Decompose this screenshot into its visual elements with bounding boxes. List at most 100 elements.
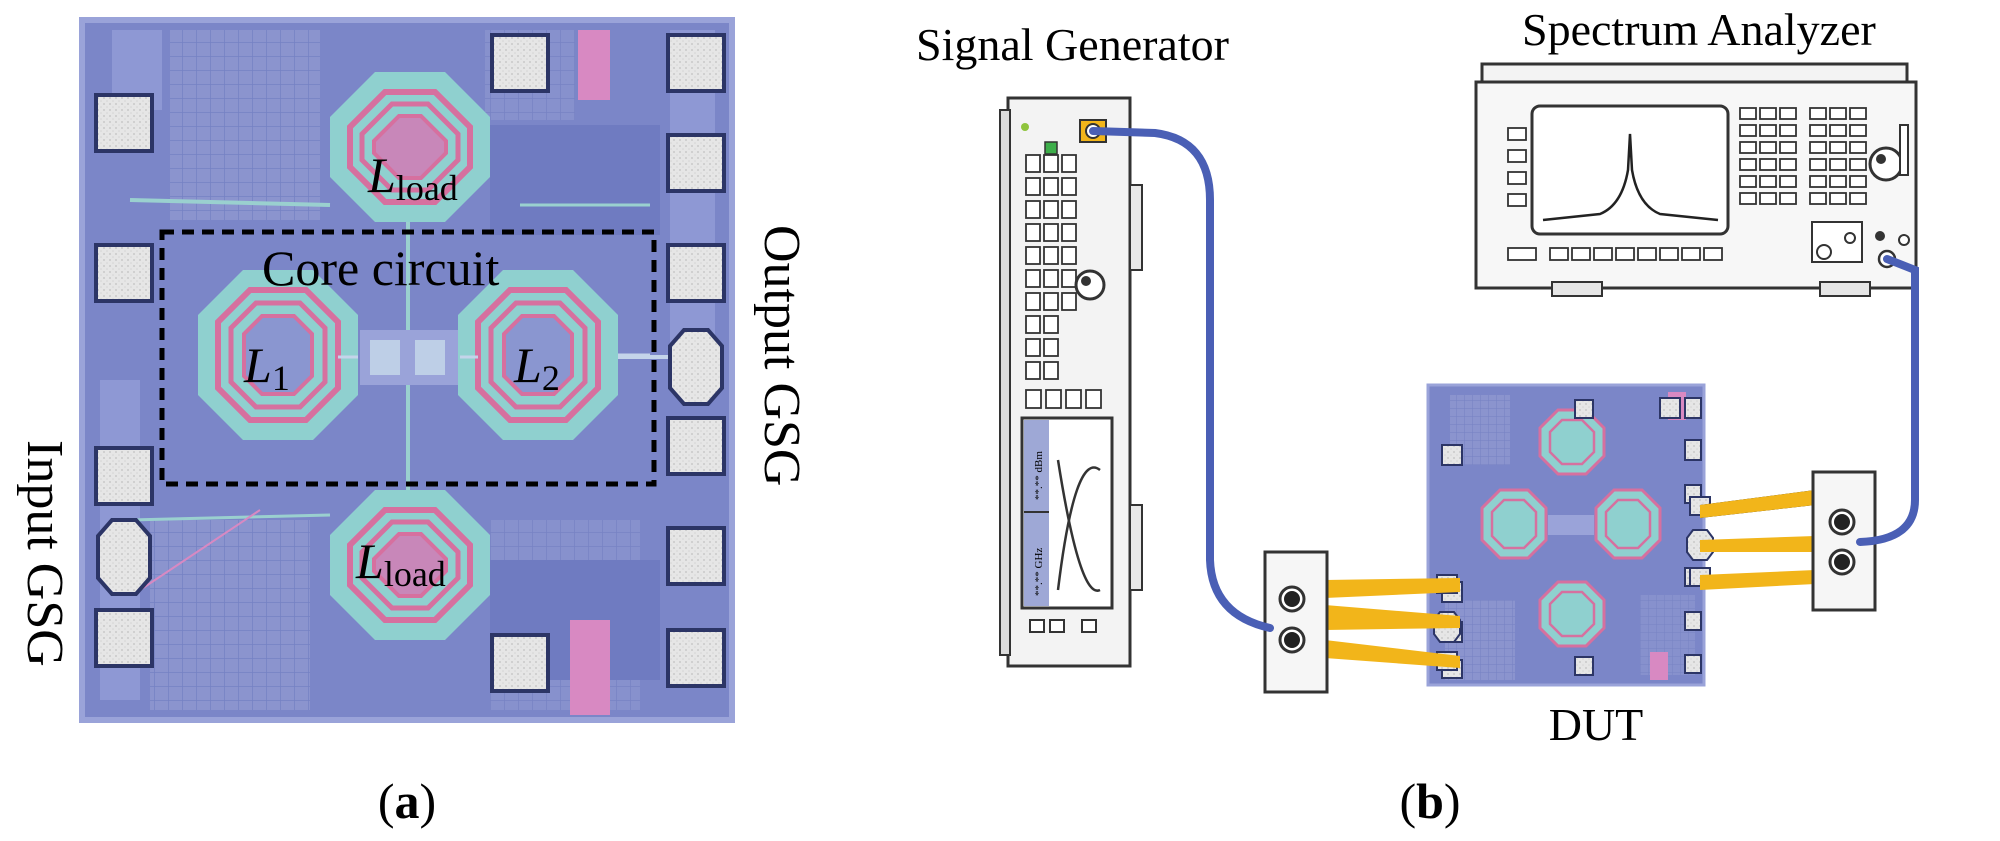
generator-key	[1065, 389, 1082, 409]
generator-key	[1025, 200, 1041, 219]
spectrum-trace	[1542, 133, 1719, 222]
analyzer-key	[1759, 192, 1777, 205]
signal-generator-label: Signal Generator	[916, 19, 1229, 70]
spectrum-analyzer-label: Spectrum Analyzer	[1522, 4, 1876, 55]
inductor-l1	[198, 270, 358, 440]
inductor-l2-label: L2	[513, 337, 560, 398]
analyzer-key	[1759, 141, 1777, 154]
analyzer-softkey	[1681, 247, 1701, 261]
core-circuit-box	[159, 229, 657, 487]
analyzer-softkey	[1507, 127, 1527, 141]
generator-key	[1043, 361, 1059, 380]
analyzer-key	[1829, 158, 1847, 171]
analyzer-softkey	[1593, 247, 1613, 261]
analyzer-softkeys-bottom	[1507, 247, 1723, 261]
analyzer-key	[1849, 124, 1867, 137]
analyzer-softkey	[1507, 193, 1527, 207]
generator-key	[1061, 292, 1077, 311]
analyzer-softkey	[1507, 247, 1537, 261]
analyzer-key	[1809, 107, 1827, 120]
analyzer-key	[1809, 124, 1827, 137]
analyzer-softkey	[1615, 247, 1635, 261]
caption-b: (b)	[1399, 773, 1460, 829]
caption-a: (a)	[378, 773, 436, 829]
generator-key	[1025, 361, 1041, 380]
generator-key	[1043, 315, 1059, 334]
inductor-l1-label: L1	[243, 337, 290, 398]
generator-key	[1043, 154, 1059, 173]
generator-key	[1025, 292, 1041, 311]
analyzer-key	[1759, 175, 1777, 188]
output-gsg-label: Output GSG	[753, 225, 810, 486]
analyzer-key	[1809, 192, 1827, 205]
generator-key	[1043, 223, 1059, 242]
analyzer-key	[1849, 192, 1867, 205]
analyzer-softkeys-right	[1739, 107, 1867, 205]
inductor-top-label: Lload	[367, 147, 458, 208]
analyzer-softkey	[1703, 247, 1723, 261]
analyzer-softkey	[1507, 171, 1527, 185]
generator-key	[1061, 246, 1077, 265]
analyzer-key	[1809, 175, 1827, 188]
analyzer-key	[1759, 107, 1777, 120]
display-dbm-unit: **.** dBm	[1033, 451, 1045, 500]
analyzer-key	[1779, 192, 1797, 205]
generator-key	[1043, 338, 1059, 357]
analyzer-key	[1849, 107, 1867, 120]
generator-key	[1043, 200, 1059, 219]
analyzer-key	[1779, 158, 1797, 171]
analyzer-key	[1759, 124, 1777, 137]
generator-key	[1025, 177, 1041, 196]
generator-key	[1043, 177, 1059, 196]
generator-key	[1085, 389, 1102, 409]
generator-key	[1045, 389, 1062, 409]
generator-key	[1061, 154, 1077, 173]
pads-right	[666, 33, 726, 688]
analyzer-key	[1779, 124, 1797, 137]
generator-key	[1025, 269, 1041, 288]
analyzer-key	[1829, 107, 1847, 120]
analyzer-softkeys-left	[1507, 127, 1527, 207]
analyzer-key	[1739, 158, 1757, 171]
generator-key	[1025, 223, 1041, 242]
pads-left	[94, 93, 154, 668]
analyzer-key	[1739, 175, 1757, 188]
chip-micrograph: Lload Lload L1 L2 Core circuit	[79, 17, 735, 723]
pads-top-bottom	[490, 33, 550, 693]
load-inductor-bottom	[330, 490, 490, 640]
dut-chip	[1426, 383, 1714, 687]
analyzer-key	[1849, 175, 1867, 188]
generator-key	[1061, 269, 1077, 288]
analyzer-key	[1829, 175, 1847, 188]
output-cable	[1856, 255, 1919, 546]
analyzer-key	[1739, 107, 1757, 120]
spectrum-analyzer	[1474, 62, 1918, 297]
generator-key	[1061, 200, 1077, 219]
generator-key	[1043, 246, 1059, 265]
analyzer-key	[1809, 158, 1827, 171]
generator-key	[1061, 223, 1077, 242]
generator-key	[1043, 292, 1059, 311]
core-transistors	[338, 222, 680, 490]
analyzer-key	[1779, 175, 1797, 188]
signal-generator: **.** dBm **.** GHz	[999, 96, 1143, 668]
display-ghz-unit: **.** GHz	[1033, 548, 1045, 596]
dut-label: DUT	[1549, 699, 1644, 750]
analyzer-key	[1829, 141, 1847, 154]
analyzer-key	[1739, 124, 1757, 137]
analyzer-softkey	[1659, 247, 1679, 261]
analyzer-softkey	[1637, 247, 1657, 261]
generator-key	[1025, 389, 1042, 409]
analyzer-key	[1739, 192, 1757, 205]
load-inductor-top	[330, 72, 490, 222]
analyzer-softkey	[1507, 149, 1527, 163]
analyzer-key	[1849, 158, 1867, 171]
input-gsg-label: Input GSG	[16, 440, 73, 667]
inductor-l2	[458, 270, 618, 440]
generator-key	[1025, 246, 1041, 265]
analyzer-softkey	[1549, 247, 1569, 261]
input-probe	[1263, 550, 1460, 694]
signal-generator-keypad	[1025, 154, 1102, 409]
analyzer-key	[1809, 141, 1827, 154]
